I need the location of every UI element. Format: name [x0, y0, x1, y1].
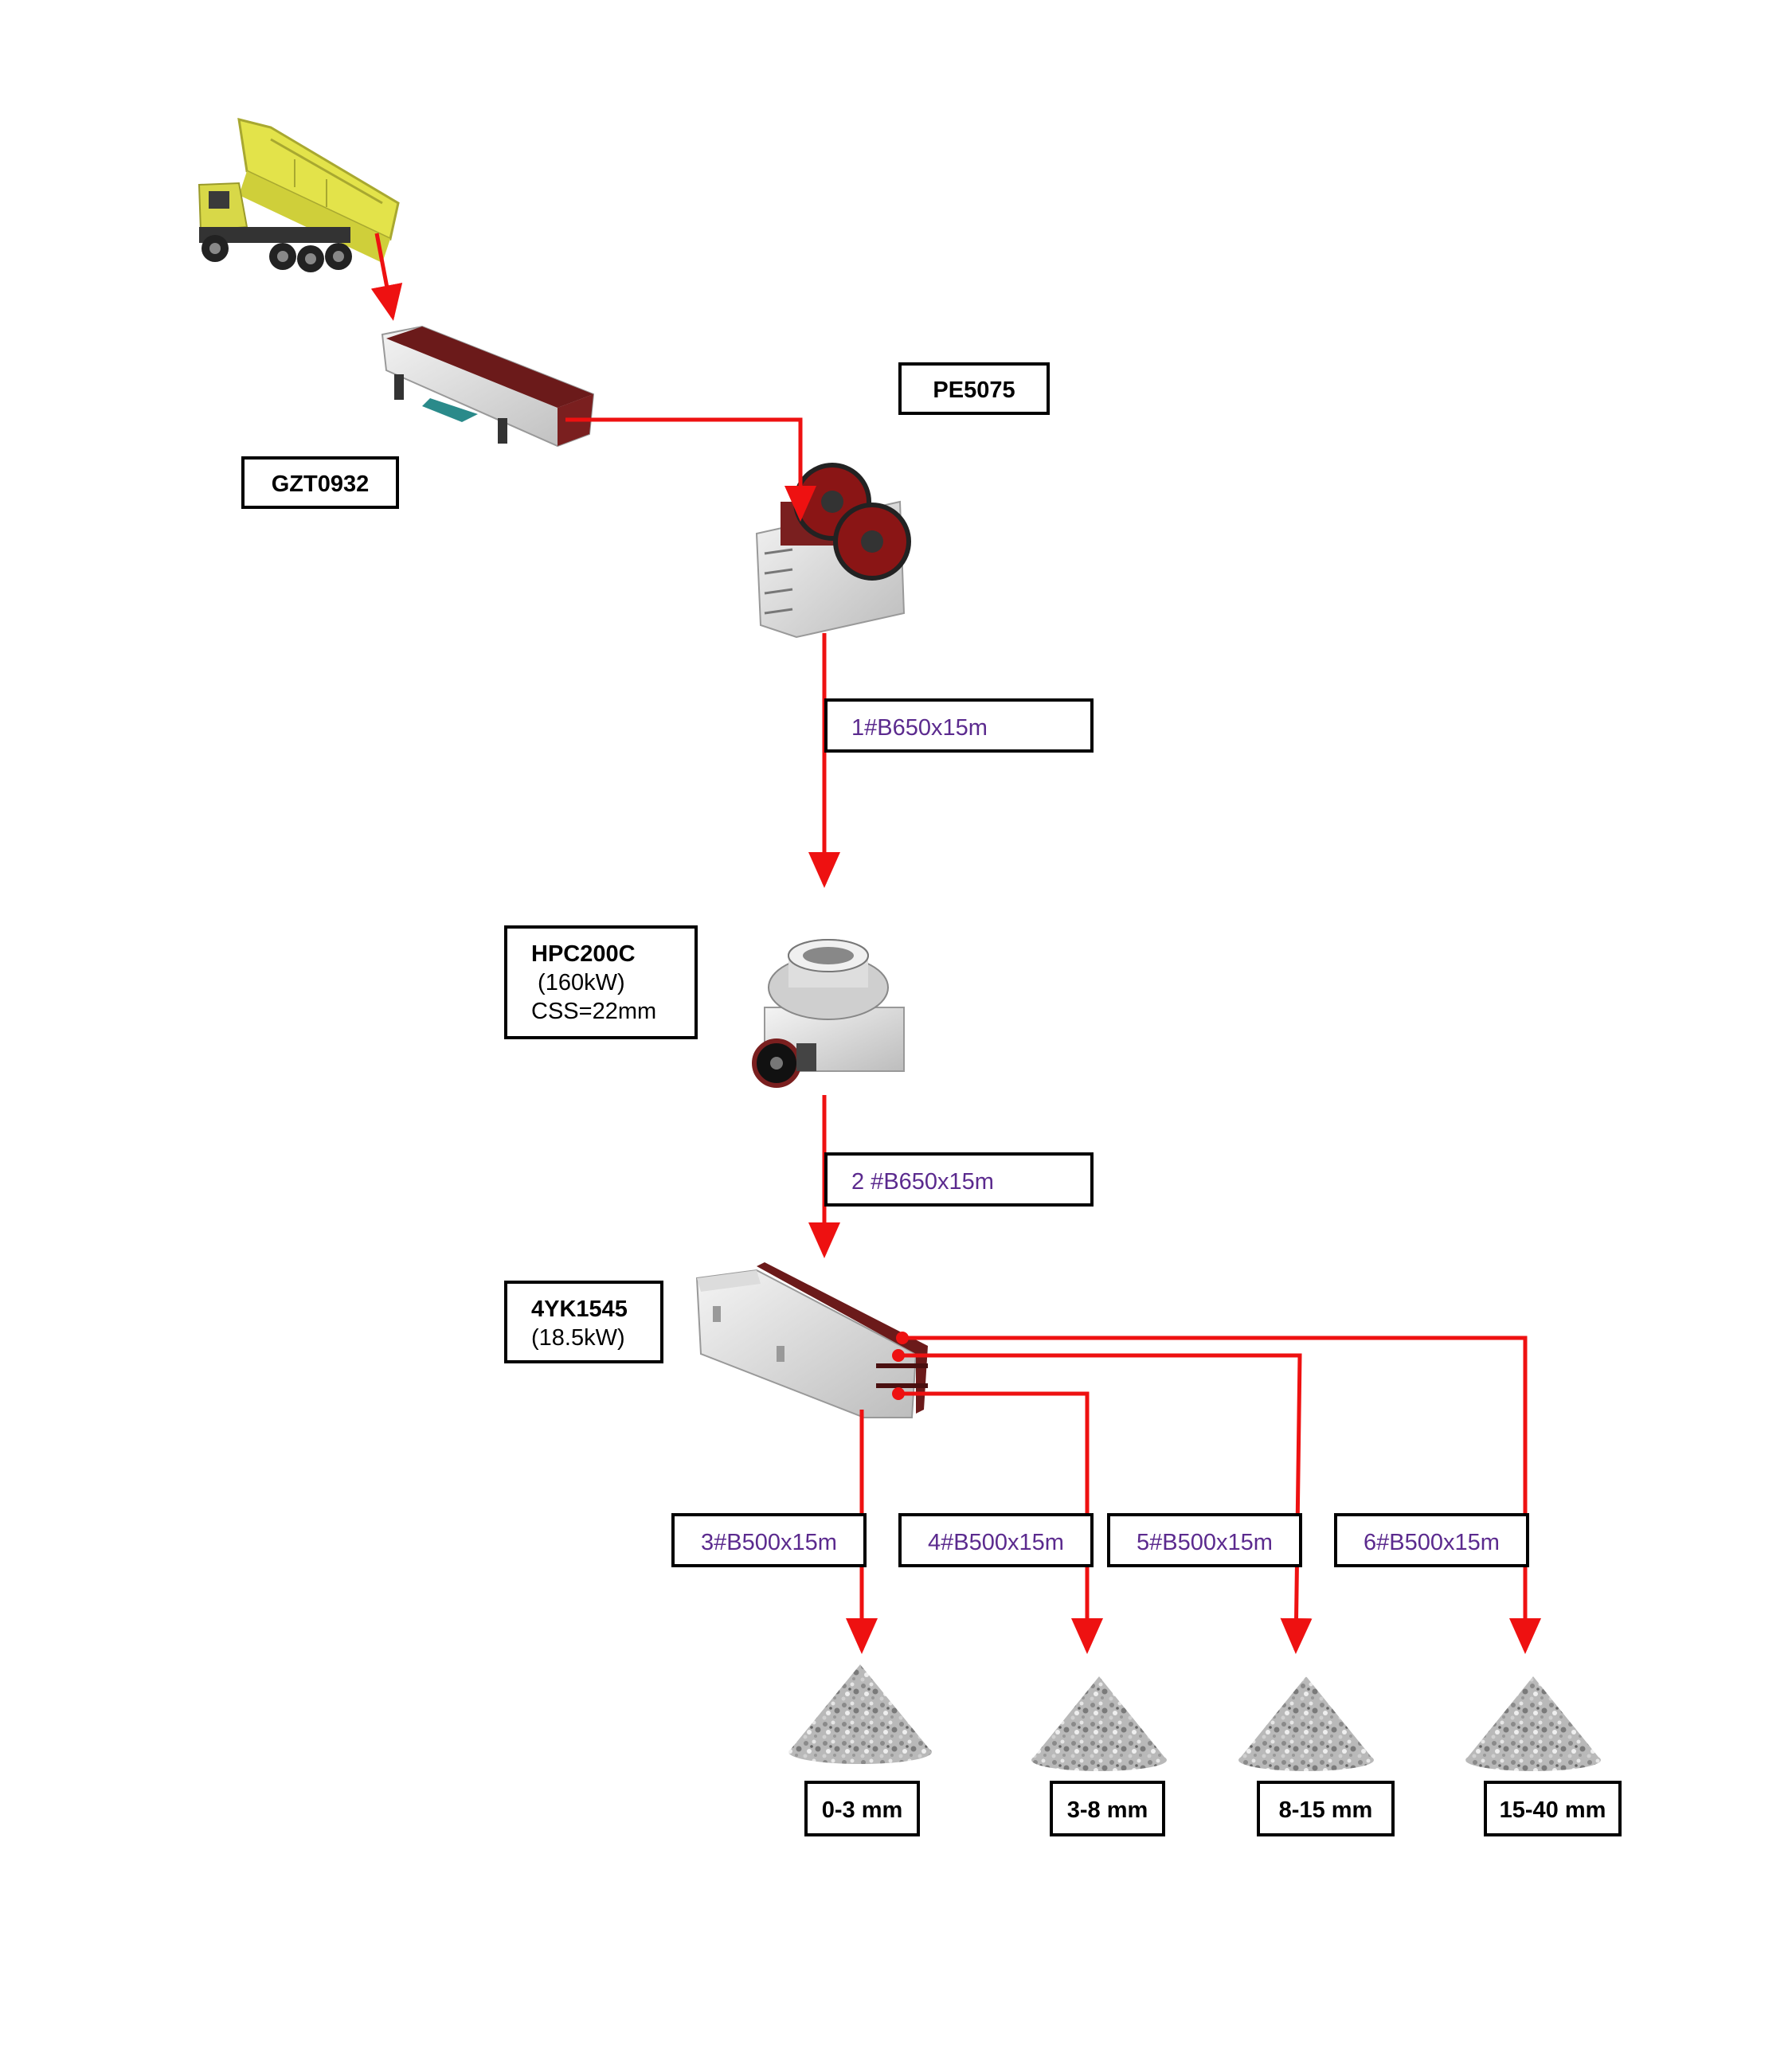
- product-3-label: 8-15 mm: [1257, 1781, 1395, 1836]
- cone-crusher-setting: CSS=22mm: [531, 999, 657, 1024]
- screen-power: (18.5kW): [531, 1325, 625, 1351]
- product-4-label: 15-40 mm: [1484, 1781, 1622, 1836]
- flow-screen-to-pile-3: [898, 1353, 1313, 1654]
- gravel-pile-icon: [1465, 1676, 1601, 1771]
- feeder-model: GZT0932: [271, 471, 370, 497]
- flow-screen-to-pile-4: [902, 1336, 1541, 1654]
- feeder-label: GZT0932: [241, 456, 399, 509]
- dump-truck-icon: [198, 117, 400, 272]
- product-2-label: 3-8 mm: [1050, 1781, 1165, 1836]
- vibrating-feeder-icon: [381, 325, 595, 448]
- cone-crusher-model: HPC200C: [531, 941, 636, 967]
- belt-6-text: 6#B500x15m: [1364, 1530, 1500, 1555]
- belt-3-label: 3#B500x15m: [671, 1513, 867, 1567]
- gravel-pile-icon: [1031, 1676, 1167, 1771]
- jaw-crusher-model: PE5075: [933, 377, 1015, 403]
- cone-crusher-power: (160kW): [531, 970, 625, 995]
- flow-dots: [892, 1332, 909, 1400]
- belt-1-text: 1#B650x15m: [851, 715, 988, 741]
- gravel-pile-icon: [788, 1664, 932, 1764]
- flow-truck-to-feeder: [370, 233, 403, 321]
- belt-2-label: 2 #B650x15m: [824, 1152, 1094, 1207]
- gravel-pile-icon: [1238, 1676, 1374, 1771]
- belt-1-label: 1#B650x15m: [824, 698, 1094, 753]
- product-1-text: 0-3 mm: [821, 1797, 903, 1823]
- belt-5-text: 5#B500x15m: [1137, 1530, 1273, 1555]
- belt-2-text: 2 #B650x15m: [851, 1169, 994, 1195]
- belt-4-label: 4#B500x15m: [898, 1513, 1094, 1567]
- vibrating-screen-icon: [695, 1262, 928, 1418]
- belt-3-text: 3#B500x15m: [701, 1530, 837, 1555]
- cone-crusher-icon: [752, 939, 905, 1088]
- screen-model: 4YK1545: [531, 1297, 628, 1322]
- jaw-crusher-icon: [755, 463, 911, 639]
- belt-5-label: 5#B500x15m: [1107, 1513, 1302, 1567]
- flow-feeder-to-jaw: [565, 417, 816, 522]
- jaw-crusher-label: PE5075: [898, 362, 1050, 415]
- screen-label: 4YK1545 (18.5kW): [504, 1281, 663, 1363]
- product-4-text: 15-40 mm: [1499, 1797, 1606, 1823]
- cone-crusher-label: HPC200C (160kW) CSS=22mm: [504, 925, 698, 1039]
- belt-4-text: 4#B500x15m: [928, 1530, 1064, 1555]
- product-3-text: 8-15 mm: [1278, 1797, 1373, 1823]
- product-1-label: 0-3 mm: [804, 1781, 920, 1836]
- product-2-text: 3-8 mm: [1066, 1797, 1148, 1823]
- belt-6-label: 6#B500x15m: [1334, 1513, 1529, 1567]
